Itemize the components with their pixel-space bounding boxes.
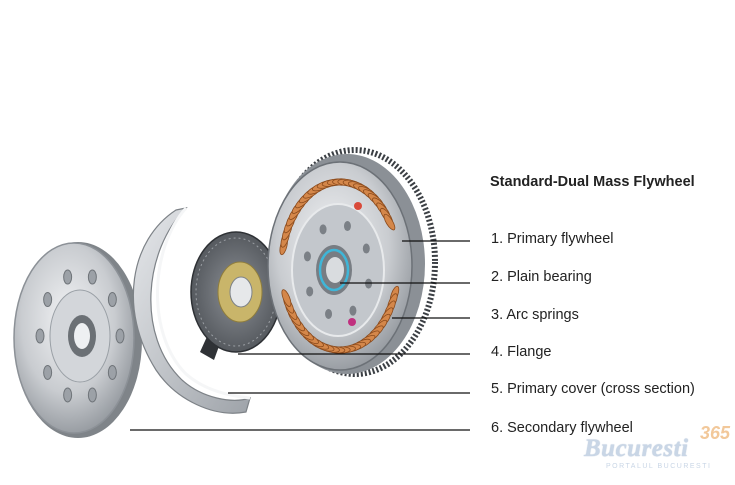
diagram-title: Standard-Dual Mass Flywheel <box>490 174 695 190</box>
label-primary-cover: 5. Primary cover (cross section) <box>491 381 695 397</box>
label-flange: 4. Flange <box>491 344 552 360</box>
spring-coil <box>383 213 396 231</box>
spring-coil <box>281 289 292 307</box>
label-primary-flywheel: 1. Primary flywheel <box>491 231 614 247</box>
arc-springs <box>279 178 400 354</box>
secondary-flywheel-hole <box>87 387 97 403</box>
secondary-flywheel-hole <box>43 292 53 308</box>
primary-cover <box>132 206 251 414</box>
hub-hole <box>343 221 351 232</box>
secondary-flywheel <box>13 242 142 438</box>
flange <box>190 231 282 360</box>
label-plain-bearing: 2. Plain bearing <box>491 269 592 285</box>
secondary-flywheel-holes <box>35 269 125 403</box>
watermark-logo: 365 Bucuresti PORTALUL BUCURESTI <box>584 423 732 475</box>
secondary-flywheel-hole <box>63 269 73 285</box>
hub-hole <box>362 243 370 254</box>
secondary-flywheel-hole <box>87 269 97 285</box>
leader-lines <box>130 240 470 431</box>
hub-hole <box>303 251 311 262</box>
secondary-flywheel-hole <box>115 328 125 344</box>
hub-holes <box>303 221 373 319</box>
label-secondary-flywheel: 6. Secondary flywheel <box>491 420 633 436</box>
watermark-subtitle: PORTALUL BUCURESTI <box>606 463 712 470</box>
hub-hole <box>325 308 333 319</box>
secondary-flywheel-hole <box>107 292 117 308</box>
hub-hole <box>319 224 327 235</box>
watermark-name: Bucuresti <box>584 435 689 462</box>
hub-hole <box>349 305 357 316</box>
secondary-flywheel-hole <box>107 364 117 380</box>
secondary-flywheel-hole <box>35 328 45 344</box>
hub-hole <box>306 286 314 297</box>
label-arc-springs: 3. Arc springs <box>491 307 579 323</box>
watermark-number: 365 <box>699 423 730 443</box>
secondary-flywheel-hole <box>43 364 53 380</box>
secondary-flywheel-hole <box>63 387 73 403</box>
